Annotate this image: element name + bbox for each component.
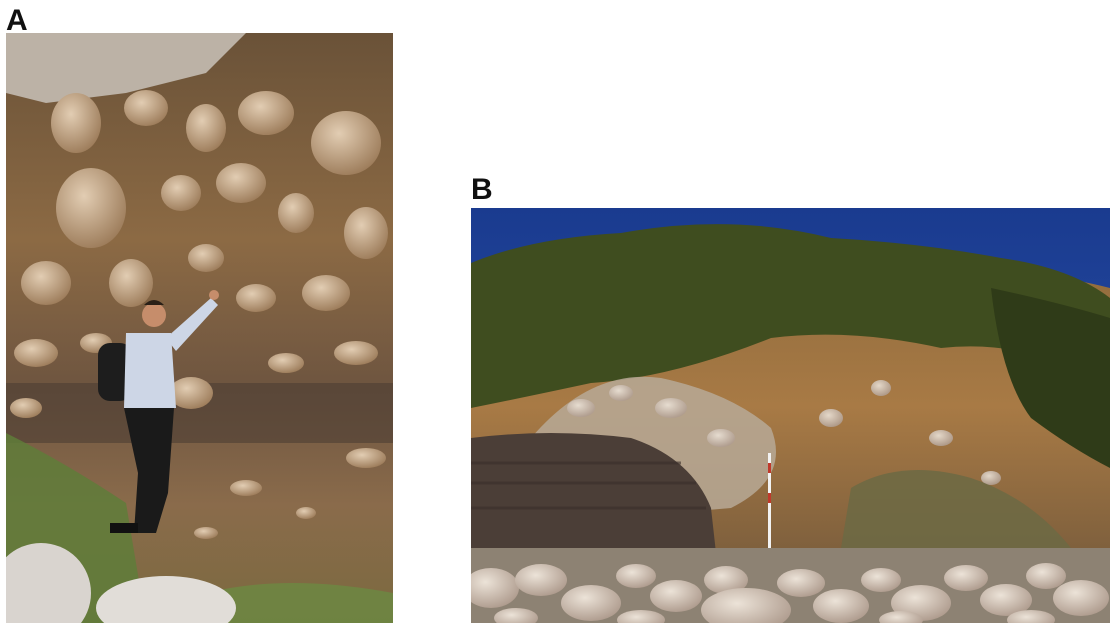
panel-label-b: B <box>471 173 493 206</box>
vegetation-cap <box>471 224 1110 408</box>
photo-b-coastal-cliff-section <box>471 208 1110 623</box>
panel-label-a: A <box>6 4 28 37</box>
rock-clasts <box>10 90 388 539</box>
foreground-boulder <box>6 543 91 623</box>
photo-a-outcrop-with-person <box>6 33 393 623</box>
geologist-figure <box>98 290 219 533</box>
beach-boulders <box>471 563 1109 623</box>
